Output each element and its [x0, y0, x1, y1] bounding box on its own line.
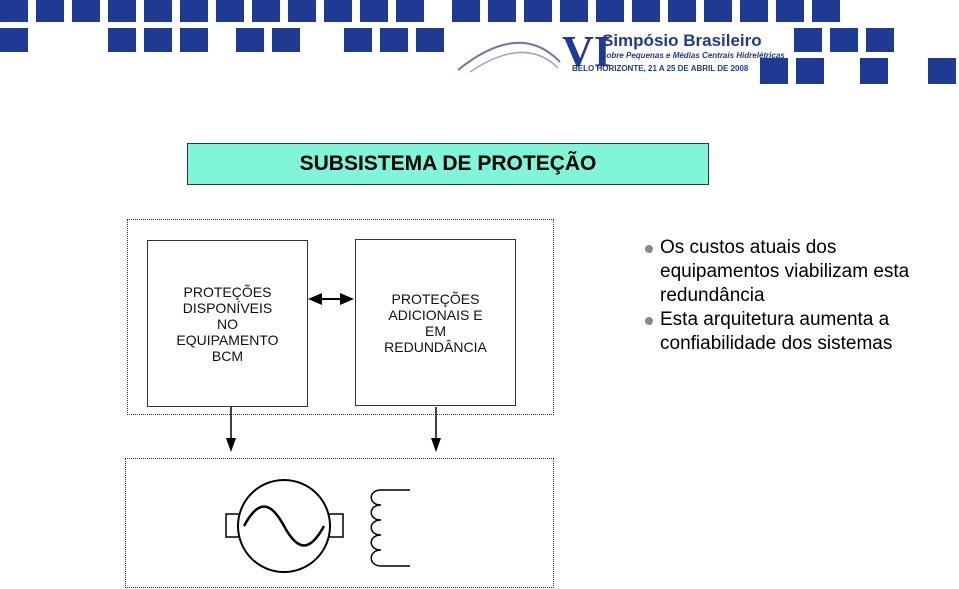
header-tile — [72, 0, 100, 22]
bullet-dot-icon — [645, 317, 653, 325]
header-tile — [668, 0, 696, 22]
header-tile — [380, 28, 408, 52]
header-tile — [760, 58, 788, 84]
header-tile — [324, 0, 352, 22]
header-tile — [252, 0, 280, 22]
header-tile — [812, 0, 840, 22]
header-tile — [0, 28, 28, 52]
header-tile — [360, 0, 388, 22]
generator-symbol — [225, 479, 344, 573]
header-tile — [830, 28, 858, 52]
header-tile — [704, 0, 732, 22]
header-tile — [794, 28, 822, 52]
block-additional-protections: PROTEÇÕES ADICIONAIS E EM REDUNDÂNCIA — [355, 239, 516, 406]
header-tile — [396, 0, 424, 22]
logo-title: Simpósio Brasileiro — [602, 31, 762, 50]
header-tile — [272, 28, 300, 52]
header-tile — [796, 58, 824, 84]
header-tile — [180, 28, 208, 52]
down-arrow-left — [226, 407, 236, 452]
header-tile — [776, 0, 804, 22]
header-tile — [452, 0, 480, 22]
header-tile — [560, 0, 588, 22]
header-tile — [288, 0, 316, 22]
header-tile — [216, 0, 244, 22]
header-tile — [36, 0, 64, 22]
bullet-dot-icon — [645, 245, 653, 253]
header-tile — [0, 0, 28, 22]
equipment-frame — [125, 458, 554, 588]
coil-symbol — [370, 489, 410, 567]
header-tile — [740, 0, 768, 22]
header-tile — [416, 28, 444, 52]
bullet-item: Os custos atuais dos equipamentos viabil… — [645, 236, 945, 308]
block-bcm-protections: PROTEÇÕES DISPONÍVEIS NO EQUIPAMENTO BCM — [147, 240, 308, 407]
header-tile — [866, 28, 894, 52]
down-arrow-right — [431, 407, 441, 452]
header-tile — [928, 58, 956, 84]
header-tile — [596, 0, 624, 22]
header-tile — [488, 0, 516, 22]
header-tile — [860, 58, 888, 84]
header-tile — [108, 28, 136, 52]
bidirectional-arrow — [308, 293, 354, 305]
bullet-item: Esta arquitetura aumenta a confiabilidad… — [645, 308, 945, 356]
header-tile — [524, 0, 552, 22]
bullet-text: Esta arquitetura aumenta a confiabilidad… — [660, 309, 893, 354]
header-tile — [344, 28, 372, 52]
header-tile — [108, 0, 136, 22]
slide-title: SUBSISTEMA DE PROTEÇÃO — [187, 143, 709, 185]
logo-roman-numeral: VI — [562, 27, 611, 76]
header-tile — [144, 28, 172, 52]
header-tile — [144, 0, 172, 22]
bullet-text: Os custos atuais dos equipamentos viabil… — [660, 237, 910, 306]
logo-subtitle: sobre Pequenas e Médias Centrais Hidrelé… — [602, 51, 785, 60]
header-tile — [632, 0, 660, 22]
logo-date: BELO HORIZONTE, 21 A 25 DE ABRIL DE 2008 — [572, 64, 749, 73]
bullet-list: Os custos atuais dos equipamentos viabil… — [645, 236, 945, 356]
header-tile — [180, 0, 208, 22]
protection-frame — [127, 219, 554, 415]
header-tile — [236, 28, 264, 52]
